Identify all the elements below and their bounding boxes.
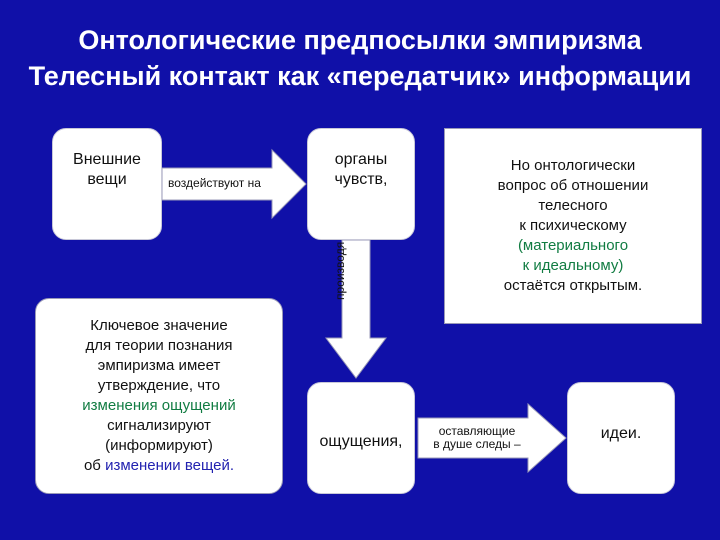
node-external-things: Внешние вещи	[52, 128, 162, 240]
key-note-highlight: изменении вещей.	[105, 457, 235, 474]
key-note-line: сигнализируют	[107, 417, 211, 434]
key-note-line: Ключевое значение	[90, 317, 228, 334]
question-line: телесного	[538, 197, 608, 214]
node-ideas-label: идеи.	[600, 425, 642, 442]
question-line: (материального	[517, 237, 629, 254]
node-sense-organs: органы чувств,	[307, 128, 415, 240]
key-note-prefix: об	[83, 457, 106, 474]
question-line: остаётся открытым.	[503, 277, 643, 294]
question-line: вопрос об отношении	[497, 177, 649, 194]
key-note-line: об изменении вещей.	[84, 456, 234, 476]
node-sense-organs-label: органы чувств,	[334, 151, 388, 188]
node-ideas: идеи.	[567, 382, 675, 494]
node-sensations-label: ощущения,	[319, 433, 403, 450]
key-note-line: эмпиризма имеет	[97, 357, 221, 374]
edge-label-produce: производя	[333, 241, 347, 300]
edge-label-leaving-traces: оставляющие в душе следы –	[424, 425, 530, 451]
arrow-produce	[325, 239, 387, 379]
title-line-1: Онтологические предпосылки эмпиризма	[78, 25, 642, 55]
key-note-line: изменения ощущений	[82, 397, 236, 414]
question-box: Но онтологически вопрос об отношении тел…	[444, 128, 702, 324]
arrow-leave	[417, 402, 567, 474]
edge-label-leaving-traces-line: в душе следы –	[433, 437, 521, 451]
node-sensations: ощущения,	[307, 382, 415, 494]
node-external-things-label: Внешние вещи	[73, 151, 141, 188]
question-line: к идеальному)	[522, 257, 624, 274]
title-line-2: Телесный контакт как «передатчик» информ…	[28, 61, 692, 91]
edge-label-leaving-traces-line: оставляющие	[438, 424, 516, 438]
question-line: к психическому	[519, 217, 627, 234]
key-note-line: для теории познания	[85, 337, 233, 354]
key-note-line: утверждение, что	[97, 377, 221, 394]
key-note-line: (информируют)	[105, 437, 213, 454]
arrow-act-on	[161, 148, 307, 220]
edge-label-act-on: воздействуют на	[168, 176, 261, 190]
question-line: Но онтологически	[510, 157, 636, 174]
key-note-box: Ключевое значение для теории познания эм…	[35, 298, 283, 494]
